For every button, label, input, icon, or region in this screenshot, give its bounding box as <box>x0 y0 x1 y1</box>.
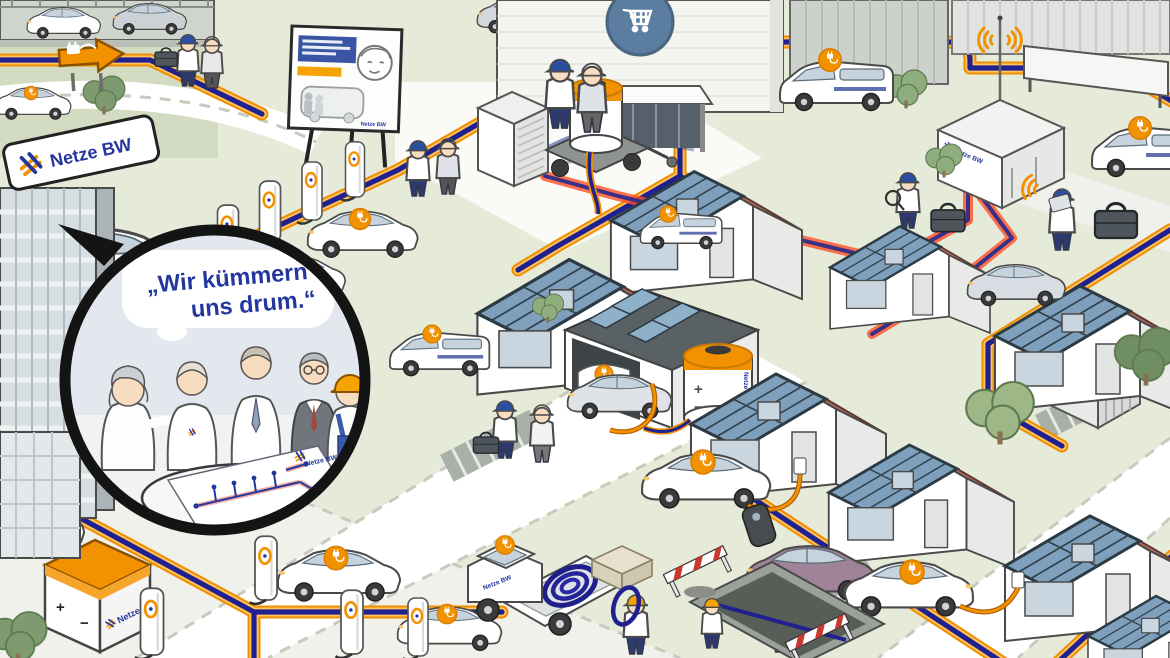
battery-plus: + <box>56 599 65 616</box>
plug-icon <box>66 44 81 55</box>
cable-coil <box>542 564 598 608</box>
technician-tablet <box>1018 172 1076 252</box>
battery-minus: − <box>80 615 89 632</box>
wallbox <box>1011 571 1025 589</box>
cable-trench-worksite <box>590 545 887 658</box>
ev-roof-badge <box>23 85 39 101</box>
inset-manager <box>230 346 282 471</box>
ev-roof-badge <box>348 207 372 231</box>
battery-minus: − <box>694 399 703 416</box>
inset-woman <box>100 365 184 471</box>
shopping-cart-sign <box>605 0 675 57</box>
worker-cable-coil <box>610 585 650 656</box>
supermarket-building <box>496 0 784 152</box>
shopping-cart-icon <box>622 8 653 33</box>
wallbox <box>793 457 807 475</box>
inset-young-man <box>166 361 218 471</box>
ev-roof-badge <box>436 603 458 625</box>
loading-dock <box>1023 44 1169 98</box>
hq-rooftop-sign: Netze BW <box>2 114 161 191</box>
tablet <box>1048 193 1072 213</box>
charging-direction-sign <box>57 37 126 92</box>
ev-roof-badge <box>422 324 442 344</box>
ev-roof-badge <box>818 48 842 72</box>
bubble-tail <box>58 224 124 266</box>
speech-bubble-text: „Wir kümmern uns drum.“ <box>145 258 317 322</box>
charge-pedestal <box>741 503 777 548</box>
highway-bridge <box>0 0 215 47</box>
ev-roof-badge <box>690 449 716 475</box>
switchgear-cabinet <box>475 90 551 188</box>
ev-roof-badge <box>495 535 515 555</box>
billboard-face-sketch <box>356 44 393 81</box>
storage-battery-box: + − Netze BW <box>42 538 157 655</box>
ev-roof-badge <box>323 545 349 571</box>
billboard-cta <box>297 66 342 77</box>
billboard-logo-text: Netze BW <box>361 121 387 128</box>
battery-plus: + <box>694 381 703 398</box>
speech-bubble-inset: Netze BW „Wir kümmern uns drum.“ <box>58 224 371 536</box>
inset-ring <box>59 224 371 536</box>
ev-roof-badge <box>659 205 677 223</box>
ev-roof-badge <box>1128 116 1152 140</box>
ev-roof-badge <box>899 559 925 585</box>
magnifier-icon <box>884 189 902 207</box>
technician-magnifier <box>884 171 921 230</box>
cylinder-label: Netze BW <box>742 372 749 403</box>
speech-bubble <box>122 250 334 328</box>
inset-executive <box>290 352 340 471</box>
